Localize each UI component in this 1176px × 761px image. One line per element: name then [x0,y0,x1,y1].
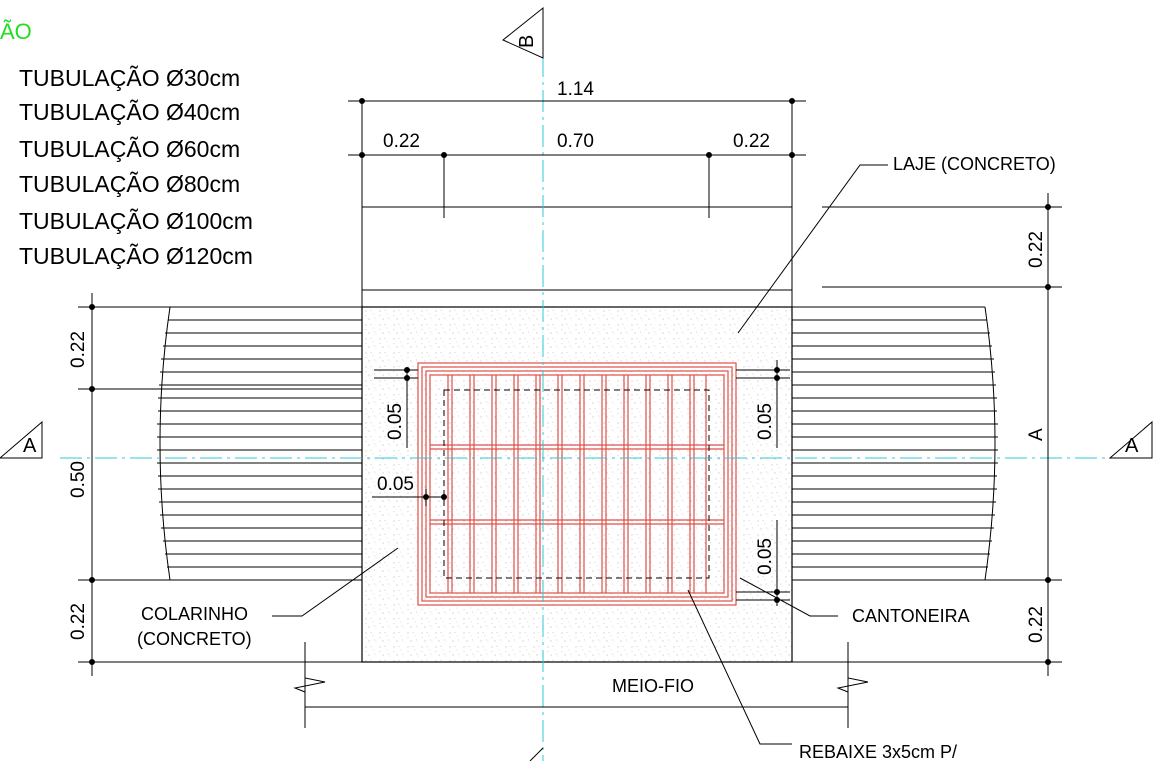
concrete-box [361,306,793,663]
label-cantoneira: CANTONEIRA [852,606,970,626]
legend-item-4: TUBULAÇÃO Ø80cm [19,171,240,197]
slab-outline [361,100,793,307]
label-colarinho-2: (CONCRETO) [137,629,252,649]
label-laje: LAJE (CONCRETO) [893,154,1056,174]
dim-left-top: 0.22 [68,331,89,368]
section-marker-a-right: A [1108,420,1153,459]
legend: TUBULAÇÃO Ø30cm TUBULAÇÃO Ø40cm TUBULAÇÃ… [19,65,253,269]
label-meio-fio: MEIO-FIO [612,676,694,696]
grate [417,362,737,606]
dim-inner-left-top: 0.05 [385,403,406,440]
legend-item-5: TUBULAÇÃO Ø100cm [19,208,253,234]
dim-top-mid: 0.70 [557,131,594,152]
dim-inner-right-top: 0.05 [755,403,776,440]
drawing-title-fragment: ÃO [0,19,32,44]
inner-dimensions [372,360,790,606]
right-pipe [792,306,998,581]
section-letter-a-left: A [23,435,37,457]
dim-left-bot: 0.22 [68,603,89,640]
curb-meio-fio [293,642,869,728]
legend-item-3: TUBULAÇÃO Ø60cm [19,136,240,162]
dim-right-bot: 0.22 [1026,606,1047,643]
section-marker-a-left: A [0,420,43,459]
dim-left-mid: 0.50 [68,461,89,498]
left-pipe [157,306,362,581]
section-marker-b-top: B [502,6,544,59]
dim-inner-left-mid: 0.05 [377,474,414,495]
opening-dashed [443,389,710,579]
dim-right-mid: A [1026,428,1047,441]
dim-top-left: 0.22 [383,131,420,152]
left-dimensions [78,293,362,676]
label-rebaixe: REBAIXE 3x5cm P/ [799,742,957,761]
top-dimensions [348,98,806,158]
dim-inner-right-bot: 0.05 [755,538,776,575]
section-letter-b: B [516,35,538,48]
right-dimensions [792,193,1062,676]
legend-item-6: TUBULAÇÃO Ø120cm [19,243,253,269]
legend-item-1: TUBULAÇÃO Ø30cm [19,65,240,91]
dim-top-total: 1.14 [557,79,594,100]
legend-item-2: TUBULAÇÃO Ø40cm [19,99,240,125]
leaders [272,164,888,745]
label-colarinho-1: COLARINHO [141,604,248,624]
section-letter-a-right: A [1125,435,1139,457]
dim-right-top: 0.22 [1026,231,1047,268]
dim-top-right: 0.22 [733,131,770,152]
section-marker-b-bottom [529,747,544,761]
